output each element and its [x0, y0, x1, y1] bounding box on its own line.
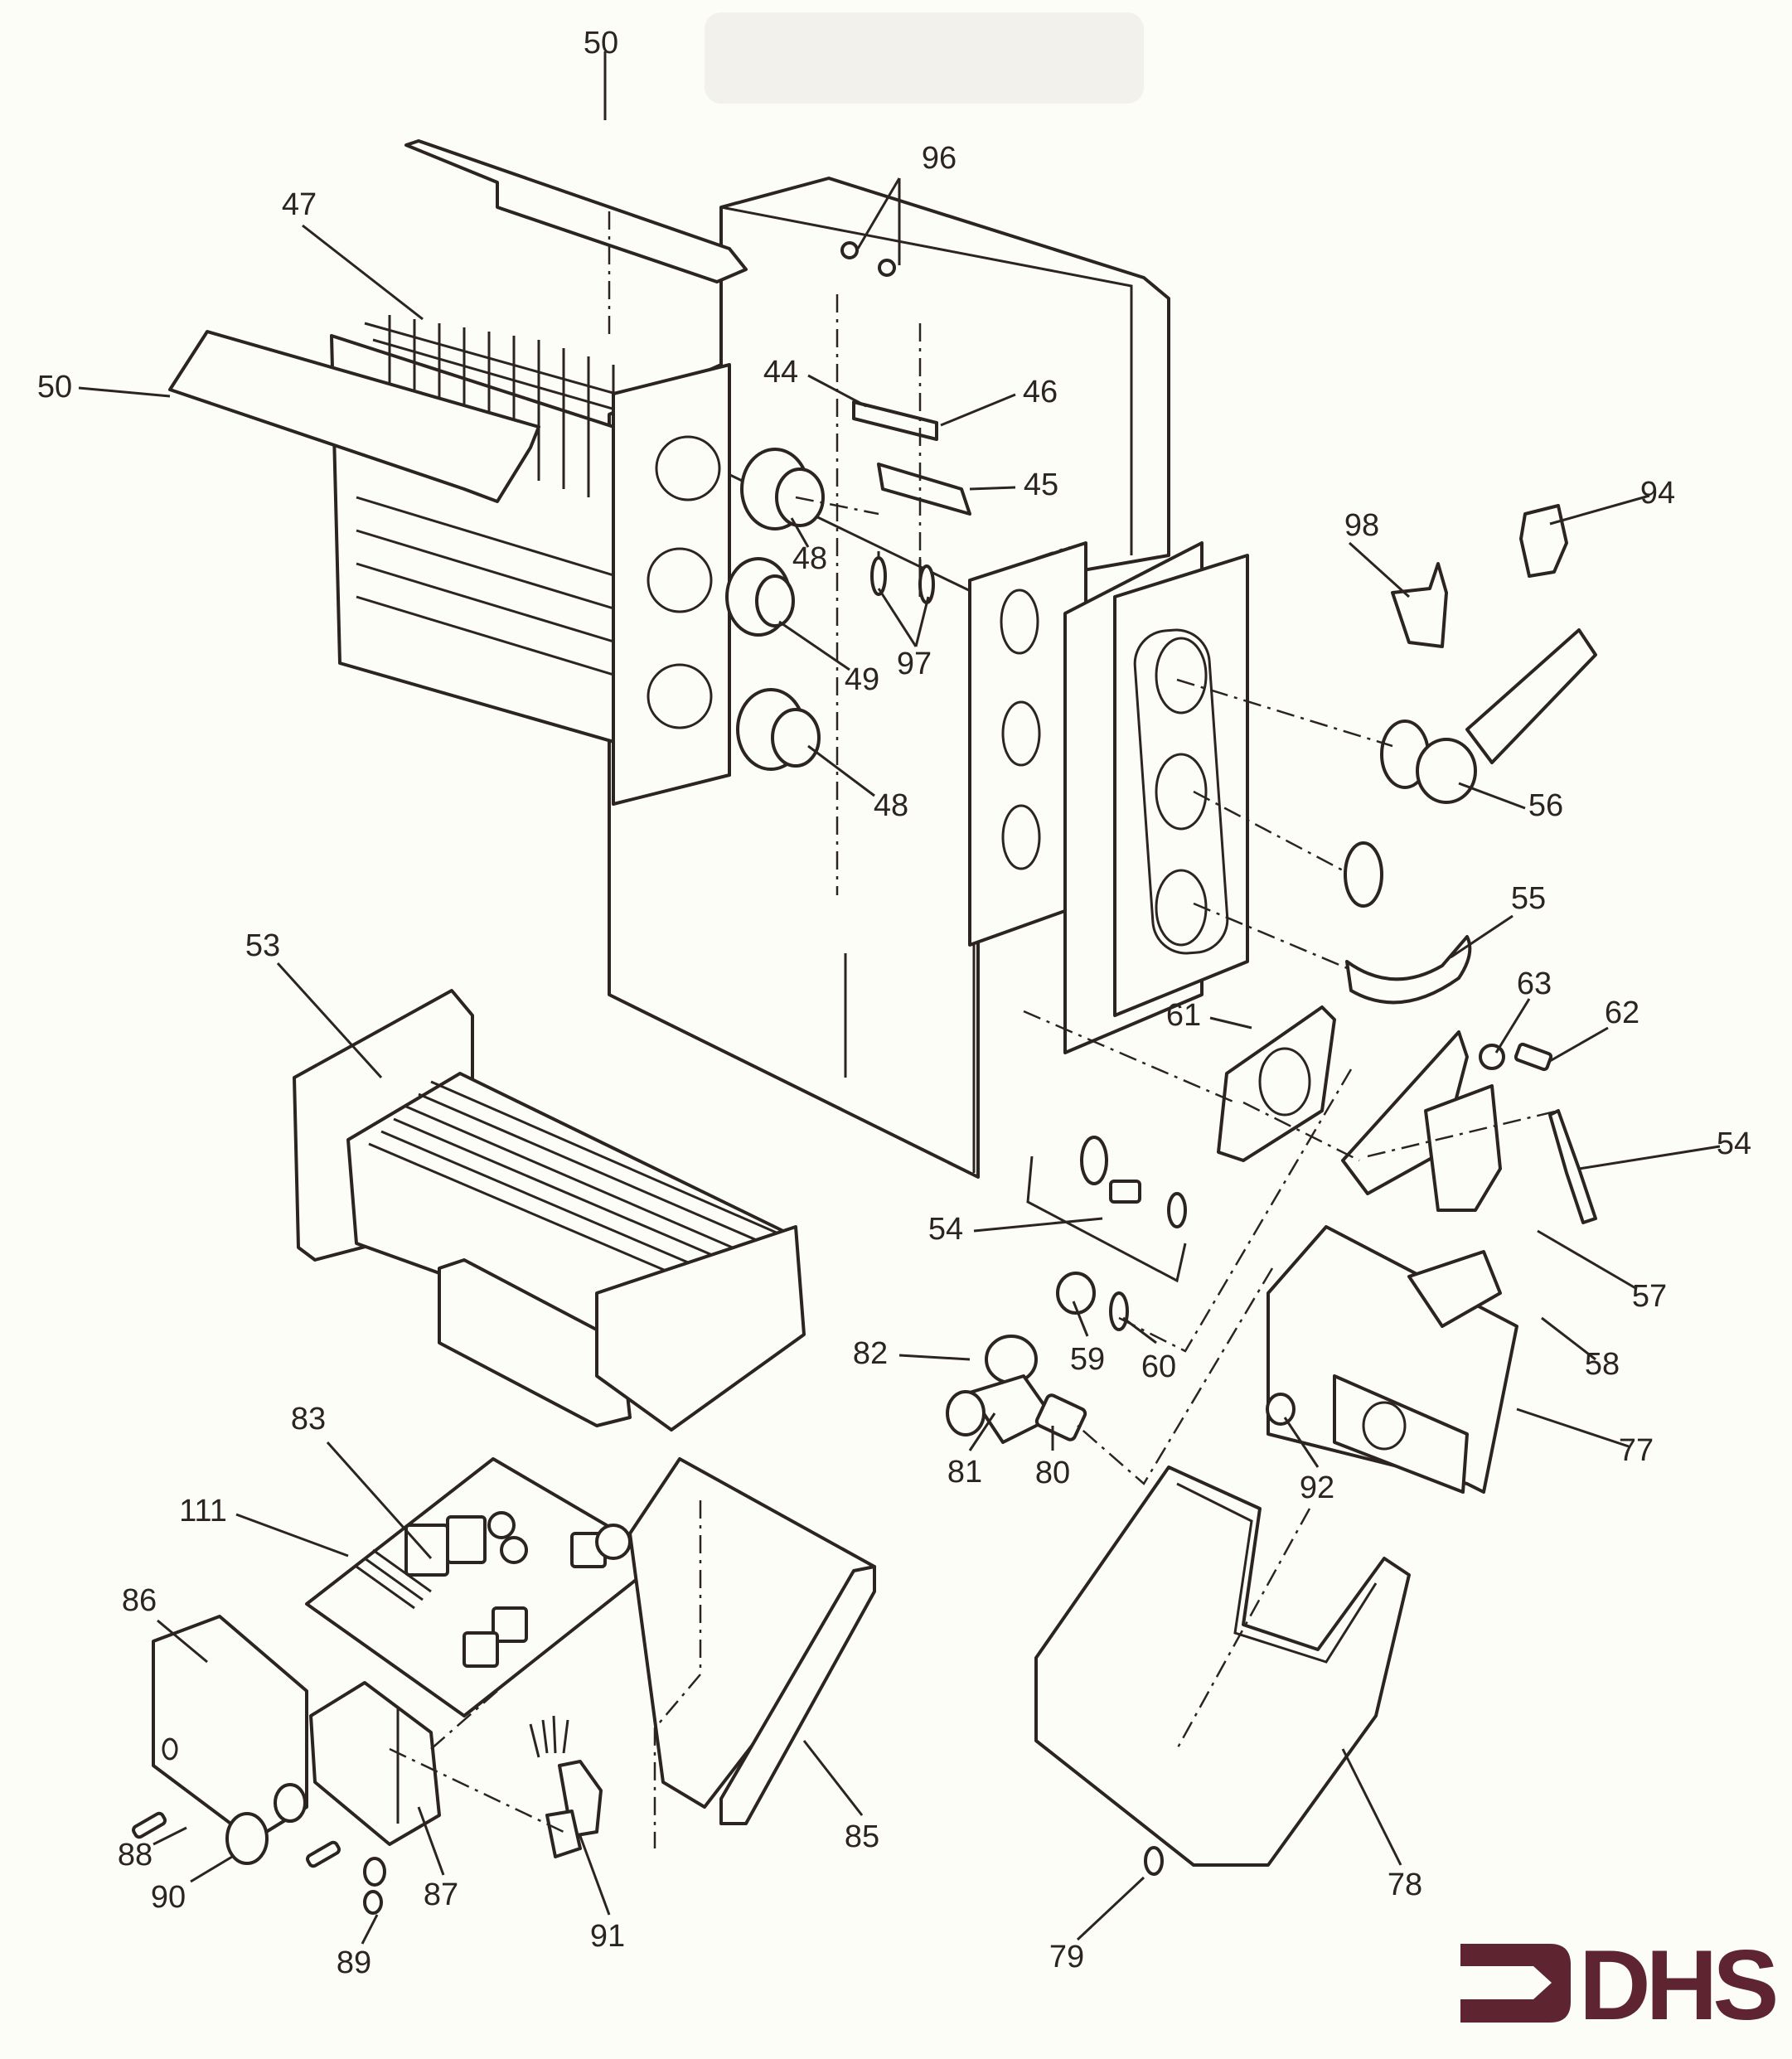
gas-valve [1266, 1225, 1518, 1494]
control-box-tray [628, 1457, 876, 1848]
gas-fitting [946, 1335, 1087, 1444]
selector-switch [529, 1715, 603, 1858]
callout-92: 92 [1300, 1470, 1334, 1505]
callout-89: 89 [337, 1945, 371, 1980]
electrode-kit [1026, 1136, 1187, 1283]
nut-63 [1479, 1044, 1505, 1070]
callout-60: 60 [1141, 1349, 1176, 1384]
callout-labels: 50 96 47 50 44 46 45 94 98 48 97 49 48 5… [37, 26, 1751, 1980]
orifice [1056, 1272, 1096, 1315]
terminal-blocks [852, 400, 971, 604]
callout-50-top: 50 [584, 26, 618, 61]
callout-48-lower: 48 [874, 788, 908, 823]
control-bracket [309, 1681, 441, 1846]
callout-57: 57 [1632, 1279, 1667, 1314]
callout-96: 96 [922, 141, 957, 176]
callout-88: 88 [118, 1838, 153, 1872]
leader-lines [78, 51, 1721, 1945]
callout-98: 98 [1344, 508, 1379, 543]
dhs-logo-mark [1460, 1944, 1571, 2023]
callout-61: 61 [1166, 998, 1201, 1033]
switch [1519, 504, 1568, 578]
callout-55: 55 [1511, 881, 1546, 916]
screw-96b [878, 259, 896, 277]
control-knob [225, 1812, 269, 1865]
front-baffle [168, 330, 540, 503]
callout-58: 58 [1585, 1347, 1620, 1382]
dhs-logo: DHS [1460, 1930, 1780, 2041]
callout-46: 46 [1023, 375, 1058, 409]
curved-pipe [1345, 935, 1472, 1005]
bracket-screw-b [363, 1857, 386, 1887]
callout-59: 59 [1070, 1342, 1105, 1377]
top-baffle [404, 139, 748, 283]
callout-63: 63 [1517, 967, 1552, 1001]
callout-81: 81 [947, 1455, 982, 1490]
rear-plate [1063, 541, 1249, 1054]
thermostat-switch [1391, 562, 1448, 648]
callout-87: 87 [424, 1877, 458, 1912]
callout-44: 44 [763, 355, 798, 390]
callout-80: 80 [1035, 1456, 1070, 1490]
callout-54-right: 54 [1717, 1126, 1751, 1161]
manifold [1424, 1084, 1502, 1212]
lock-nut [1344, 841, 1383, 908]
burner-assembly [293, 989, 806, 1432]
callout-78: 78 [1388, 1868, 1422, 1902]
washer [1109, 1291, 1129, 1331]
callout-56: 56 [1528, 788, 1563, 823]
gasket [1217, 1005, 1336, 1162]
screw-96a [840, 241, 859, 259]
callout-53: 53 [245, 928, 280, 963]
callout-85: 85 [845, 1819, 879, 1854]
cover-screw [132, 1811, 167, 1839]
callout-82: 82 [853, 1336, 888, 1371]
callout-48-upper: 48 [792, 541, 827, 576]
callout-77: 77 [1619, 1433, 1654, 1468]
dhs-logo-text: DHS [1579, 1930, 1775, 2041]
callout-97: 97 [897, 647, 932, 681]
callout-86: 86 [122, 1583, 157, 1618]
control-box-cover [152, 1615, 308, 1842]
callout-91: 91 [590, 1919, 625, 1954]
callout-45: 45 [1024, 468, 1058, 502]
assembly-lines [389, 211, 1559, 1834]
scan-smudge [705, 12, 1144, 104]
callout-83: 83 [291, 1402, 326, 1436]
bracket-screw-a [306, 1840, 341, 1868]
callout-90: 90 [151, 1880, 186, 1915]
callout-94: 94 [1640, 476, 1675, 511]
screw-62 [1514, 1042, 1553, 1072]
callout-50-left: 50 [37, 370, 72, 405]
callout-54-mid: 54 [928, 1212, 963, 1247]
control-board [305, 1457, 665, 1717]
callout-79: 79 [1049, 1940, 1084, 1974]
elbow-pipe [1380, 628, 1597, 804]
cover-screw-bottom [1144, 1846, 1164, 1876]
callout-111: 111 [179, 1494, 227, 1529]
callout-62: 62 [1605, 996, 1639, 1030]
callout-47: 47 [282, 187, 317, 222]
callout-49: 49 [845, 662, 879, 697]
